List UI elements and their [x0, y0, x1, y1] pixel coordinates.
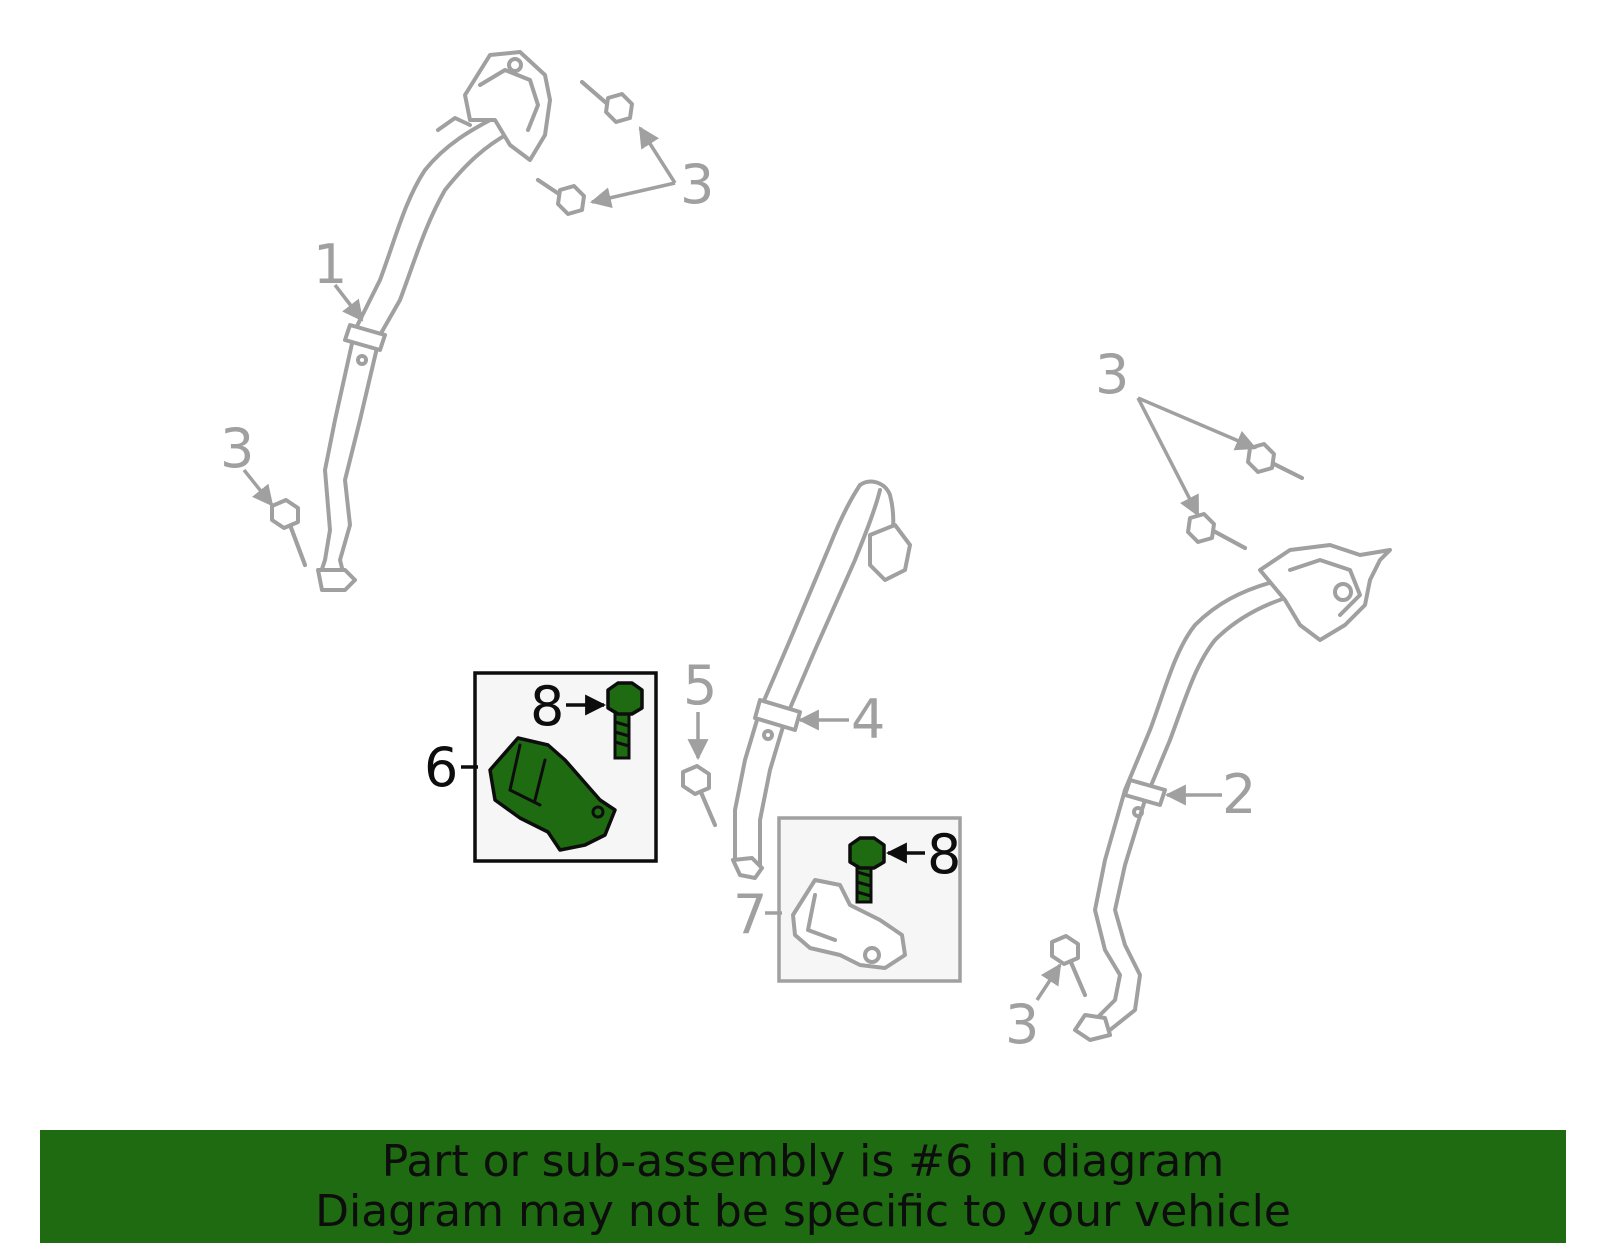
info-banner: Part or sub-assembly is #6 in diagram Di… [40, 1130, 1566, 1243]
banner-line-2: Diagram may not be specific to your vehi… [315, 1185, 1291, 1237]
part-7-box [777, 816, 962, 983]
callout-2: 2 [1222, 763, 1256, 826]
bolt-top-lower [536, 178, 586, 216]
buckle-part-6[interactable] [488, 736, 617, 852]
callout-6[interactable]: 6 [424, 736, 458, 799]
bolt-part-5 [681, 764, 717, 827]
bolt-top-upper [580, 80, 634, 124]
callout-3-right-upper: 3 [1095, 343, 1129, 406]
callout-7: 7 [733, 883, 767, 946]
seat-belt-assembly-right [1073, 543, 1392, 1042]
seat-belt-center [731, 479, 912, 880]
bolt-right-upper [1246, 442, 1304, 480]
part-6-box [473, 671, 658, 863]
callout-8-right: 8 [927, 823, 961, 886]
bolt-right-lower [1050, 934, 1087, 997]
callout-5: 5 [683, 654, 717, 717]
callout-1: 1 [313, 233, 347, 296]
callout-4: 4 [851, 688, 885, 751]
seat-belt-assembly-left [316, 50, 552, 592]
bolt-part-8-right[interactable] [848, 836, 886, 904]
banner-line-1: Part or sub-assembly is #6 in diagram [381, 1135, 1225, 1187]
bolt-left [270, 498, 307, 567]
callout-3-left: 3 [220, 417, 254, 480]
bolt-right-middle [1186, 512, 1247, 550]
bolt-part-8-left[interactable] [606, 681, 644, 760]
buckle-part-7 [791, 878, 907, 970]
leader-lines [242, 126, 1257, 1001]
callout-3-top: 3 [680, 153, 714, 216]
callout-3-right-lower: 3 [1005, 993, 1039, 1056]
callout-8-left: 8 [530, 675, 564, 738]
